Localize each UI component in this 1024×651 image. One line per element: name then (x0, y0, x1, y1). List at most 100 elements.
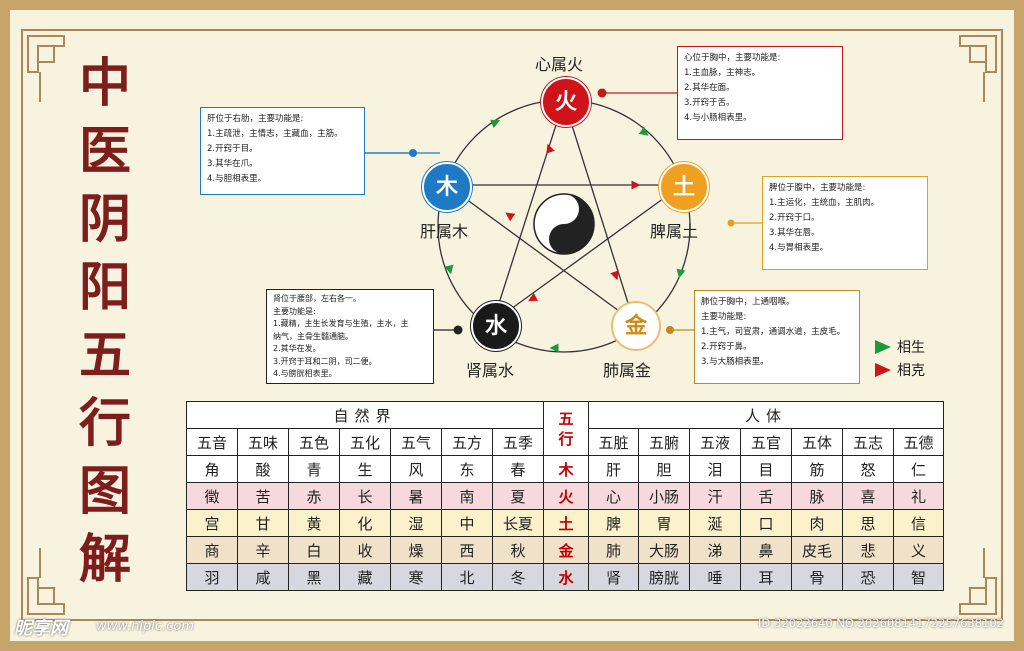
table-cell: 鼻 (740, 536, 793, 564)
info-line: 主要功能是: (273, 306, 316, 316)
earth-node-label: 脾属土 (650, 222, 699, 241)
column-header: 五音 (186, 428, 238, 456)
table-cell: 收 (339, 536, 391, 564)
wuxing-header-char: 五 (558, 409, 574, 428)
info-line: 4.与小肠相表里。 (684, 113, 752, 123)
table-cell: 涕 (689, 536, 742, 564)
restrain-arrow (528, 288, 552, 302)
table-cell: 徵 (186, 482, 238, 510)
table-cell: 智 (893, 563, 945, 591)
table-cell: 思 (842, 509, 895, 537)
kidney-info-box: 肾位于腰部，左右各一。 主要功能是: 1.藏精，主生长发育与生殖，主水，主 纳气… (266, 289, 434, 384)
info-line: 1.主疏泄，主情志，主藏血，主筋。 (207, 129, 343, 139)
table-row: 商 辛 白 收 燥 西 秋 金 肺 大肠 涕 鼻 皮毛 悲 义 (186, 536, 945, 564)
vertical-title: 中 医 阴 阳 五 行 图 解 (60, 50, 150, 610)
column-header: 五色 (288, 428, 340, 456)
table-cell: 口 (740, 509, 793, 537)
title-char: 五 (78, 325, 131, 386)
restrain-arrow (607, 250, 619, 281)
title-char: 阴 (78, 189, 131, 250)
table-cell: 怒 (842, 455, 895, 483)
wood-node: 木 (422, 162, 472, 212)
generate-arrow (628, 120, 649, 136)
table-cell: 胃 (638, 509, 691, 537)
table-cell: 中 (441, 509, 493, 537)
table-cell: 南 (441, 482, 493, 510)
column-header: 五化 (339, 428, 391, 456)
info-line: 3.与大肠相表里。 (701, 357, 769, 367)
table-cell: 心 (588, 482, 640, 510)
table-cell: 仁 (893, 455, 945, 483)
title-char: 医 (78, 121, 131, 182)
title-char: 图 (78, 461, 131, 522)
table-cell: 胆 (638, 455, 691, 483)
earth-node: 土 (659, 162, 709, 212)
watermark-id: ID:32022640 NO:20260814172257638102 (758, 616, 1004, 630)
table-cell: 西 (441, 536, 493, 564)
info-line: 2.其华在发。 (273, 344, 321, 353)
generate-arrow (444, 252, 454, 275)
table-cell: 咸 (237, 563, 289, 591)
info-line: 4.与膀胱相表里。 (273, 369, 337, 378)
column-header: 五脏 (588, 428, 640, 456)
table-cell: 甘 (237, 509, 289, 537)
table-cell: 夏 (491, 482, 545, 510)
title-char: 阳 (78, 257, 131, 318)
info-line: 纳气，主骨生髓通脑。 (273, 331, 353, 341)
column-header: 五体 (791, 428, 844, 456)
table-cell: 赤 (288, 482, 340, 510)
metal-node-label: 肺属金 (603, 361, 652, 380)
table-cell: 涎 (689, 509, 742, 537)
table-cell: 大肠 (638, 536, 691, 564)
table-cell: 泪 (689, 455, 742, 483)
table-cell: 宫 (186, 509, 238, 537)
restrain-arrow (505, 212, 525, 226)
table-cell: 皮毛 (791, 536, 844, 564)
table-cell: 化 (339, 509, 391, 537)
column-header: 五味 (237, 428, 289, 456)
metal-node: 金 (611, 301, 661, 351)
legend-generate-arrow-icon (875, 340, 891, 354)
element-cell: 土 (543, 509, 590, 537)
table-cell: 黑 (288, 563, 340, 591)
table-cell: 汗 (689, 482, 742, 510)
watermark-url: www.nipic.com (96, 619, 194, 634)
column-header: 五气 (390, 428, 442, 456)
table-cell: 悲 (842, 536, 895, 564)
table-cell: 酸 (237, 455, 289, 483)
table-row: 角 酸 青 生 风 东 春 木 肝 胆 泪 目 筋 怒 仁 (186, 455, 945, 483)
title-char: 解 (78, 529, 131, 590)
table-cell: 寒 (390, 563, 442, 591)
element-cell: 金 (543, 536, 590, 564)
table-cell: 脾 (588, 509, 640, 537)
info-line: 肝位于右肋，主要功能是: (207, 114, 304, 124)
table-cell: 黄 (288, 509, 340, 537)
table-cell: 小肠 (638, 482, 691, 510)
element-cell: 木 (543, 455, 590, 483)
info-line: 1.主血脉，主神志。 (684, 68, 761, 78)
table-cell: 湿 (390, 509, 442, 537)
info-line: 主要功能是: (701, 312, 747, 322)
element-cell: 火 (543, 482, 590, 510)
table-cell: 商 (186, 536, 238, 564)
table-cell: 春 (491, 455, 545, 483)
info-line: 4.与胃相表里。 (769, 243, 829, 253)
info-line: 心位于胸中，主要功能是: (684, 53, 781, 63)
info-line: 1.主气，司宣肃，通调水道，主皮毛。 (701, 327, 846, 337)
info-line: 3.其华在唇。 (769, 228, 820, 238)
table-cell: 脉 (791, 482, 844, 510)
table-cell: 藏 (339, 563, 391, 591)
correspondence-table: 自然界 五 行 人体 五音 五味 五色 五化 五气 五方 五季 五脏 五腑 五液… (185, 401, 945, 591)
nature-header: 自然界 (185, 401, 545, 429)
table-cell: 秋 (491, 536, 545, 564)
table-cell: 北 (441, 563, 493, 591)
info-line: 4.与胆相表里。 (207, 174, 267, 184)
table-cell: 东 (441, 455, 493, 483)
table-row: 徵 苦 赤 长 暑 南 夏 火 心 小肠 汗 舌 脉 喜 礼 (186, 482, 945, 510)
lung-info-box: 肺位于胸中，上通咽喉。 主要功能是: 1.主气，司宣肃，通调水道，主皮毛。 2.… (694, 290, 860, 384)
info-line: 3.开窍于耳和二阴，司二便。 (273, 356, 377, 366)
table-row: 宫 甘 黄 化 湿 中 长夏 土 脾 胃 涎 口 肉 思 信 (186, 509, 945, 537)
table-cell: 肝 (588, 455, 640, 483)
